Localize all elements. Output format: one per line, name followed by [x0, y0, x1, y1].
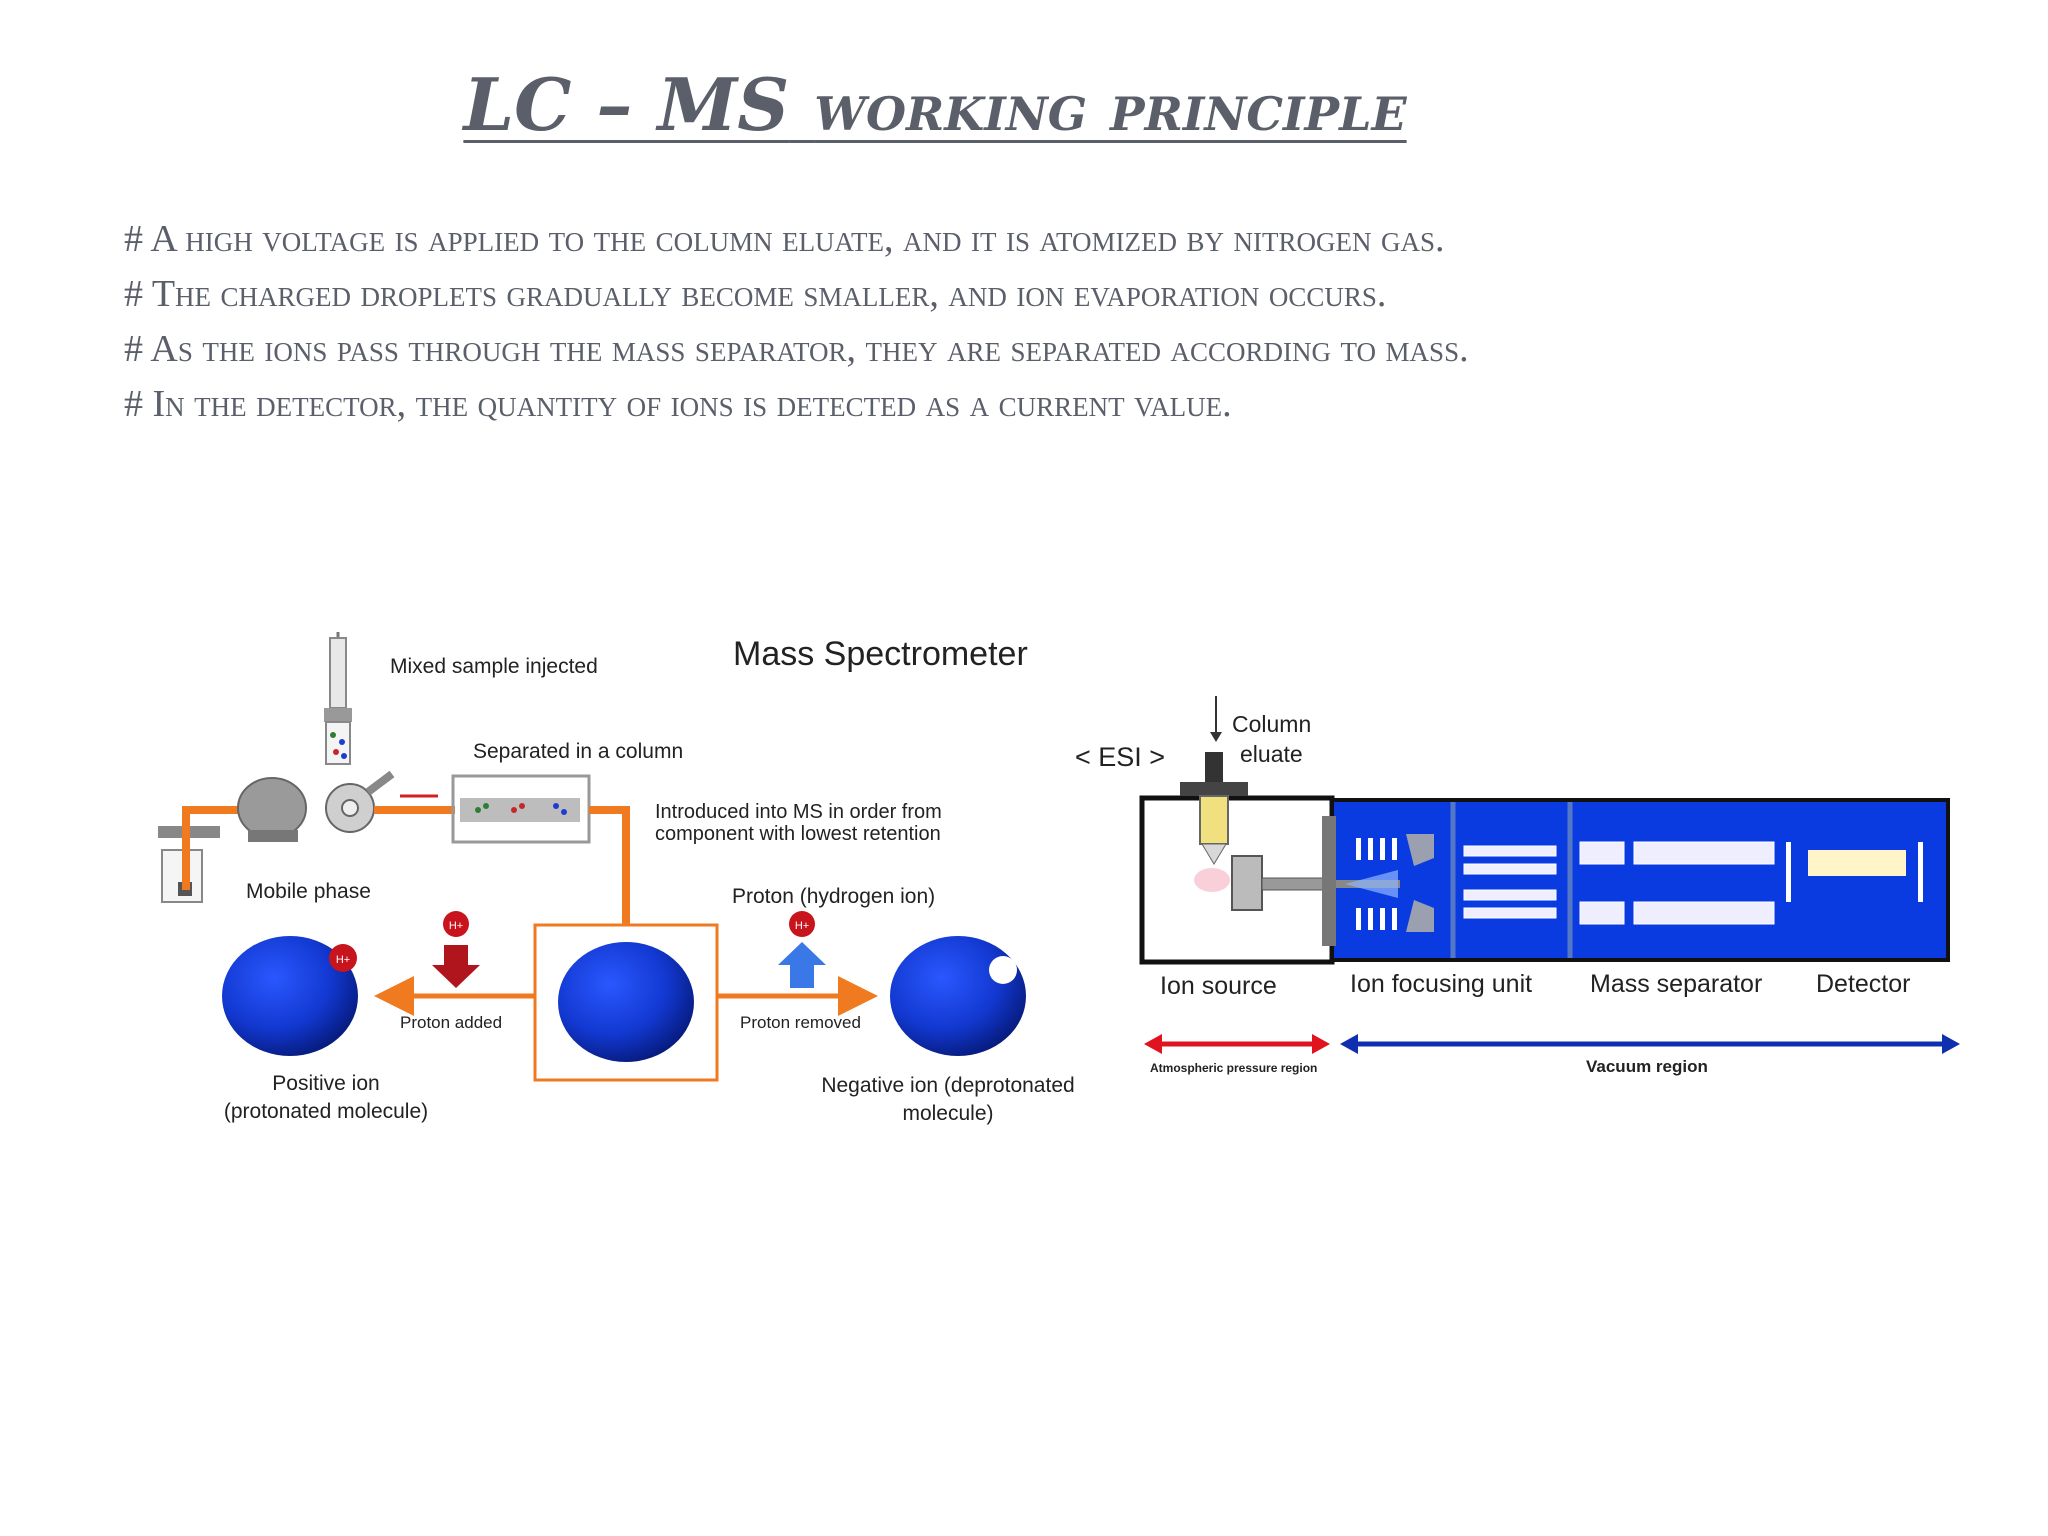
mobile-phase-label: Mobile phase	[246, 880, 371, 903]
h-label-3: H+	[795, 920, 809, 932]
interface-plate	[1322, 816, 1336, 946]
column-eluate-label-1: Column	[1232, 711, 1311, 737]
mass-separator-label: Mass separator	[1590, 970, 1762, 998]
negative-ion-label-2: molecule)	[902, 1102, 993, 1125]
bullet-4: # In the detector, the quantity of ions …	[124, 383, 1232, 425]
positive-ion-label-1: Positive ion	[272, 1072, 379, 1095]
bullet-2: # The charged droplets gradually become …	[124, 273, 1387, 315]
pump-icon	[237, 777, 307, 842]
bullet-list: # A high voltage is applied to the colum…	[124, 212, 1469, 432]
negative-vacancy-icon	[989, 956, 1017, 984]
proton-added-icon: H+	[432, 911, 480, 988]
mixed-sample-label: Mixed sample injected	[390, 655, 598, 678]
introduced-label-2: component with lowest retention	[655, 823, 941, 845]
ms-section: < ESI > Column eluate	[1075, 696, 1960, 1076]
detector-label: Detector	[1816, 970, 1910, 998]
ion-focusing-unit-icon	[1345, 834, 1434, 932]
title-lead: LC – MS	[463, 62, 790, 147]
h-label-1: H+	[449, 920, 463, 932]
injector-icon	[325, 770, 395, 833]
ion-source-label: Ion source	[1160, 972, 1277, 1000]
mass-spectrometer-heading: Mass Spectrometer	[733, 635, 1028, 673]
lc-section: Mixed sample injected Separat	[158, 632, 1075, 1125]
ion-focusing-label: Ion focusing unit	[1350, 970, 1532, 998]
esi-label: < ESI >	[1075, 742, 1165, 772]
lcms-diagram: Mixed sample injected Separat	[158, 632, 1960, 1125]
negative-ion-label-1: Negative ion (deprotonated	[821, 1074, 1074, 1097]
vacuum-chamber	[1330, 798, 1950, 962]
column-eluate-label-2: eluate	[1240, 741, 1303, 767]
separated-label: Separated in a column	[473, 740, 683, 763]
bullet-3: # As the ions pass through the mass sepa…	[124, 328, 1469, 370]
positive-proton-icon	[329, 944, 357, 972]
proton-removed-label: Proton removed	[740, 1013, 861, 1032]
positive-ion-label-2: (protonated molecule)	[224, 1100, 428, 1123]
h-label-2: H+	[336, 954, 350, 966]
proton-added-label: Proton added	[400, 1013, 502, 1032]
sample-molecule-frame	[533, 923, 719, 1082]
esi-needle-icon	[1180, 752, 1248, 892]
syringe-icon	[324, 632, 352, 765]
column-icon	[451, 774, 591, 844]
atmospheric-region-label: Atmospheric pressure region	[1150, 1061, 1317, 1075]
vacuum-region-arrow	[1340, 1034, 1960, 1054]
proton-hydrogen-label: Proton (hydrogen ion)	[732, 885, 935, 908]
positive-ion-molecule	[222, 936, 358, 1056]
slide-title: LC – MS working principle	[0, 62, 1870, 147]
sample-molecule	[558, 942, 694, 1062]
title-rest: working principle	[814, 68, 1407, 146]
negative-ion-molecule	[890, 936, 1026, 1056]
detector-icon	[1786, 842, 1923, 902]
atmospheric-region-arrow	[1144, 1034, 1330, 1054]
capillary-icon	[1231, 855, 1343, 911]
bullet-1: # A high voltage is applied to the colum…	[124, 218, 1445, 260]
octopole-icon	[1463, 845, 1557, 919]
mass-separator-icon	[1579, 841, 1775, 925]
introduced-label-1: Introduced into MS in order from	[655, 801, 942, 823]
proton-removed-icon: H+	[778, 911, 826, 988]
vacuum-region-label: Vacuum region	[1586, 1057, 1708, 1076]
